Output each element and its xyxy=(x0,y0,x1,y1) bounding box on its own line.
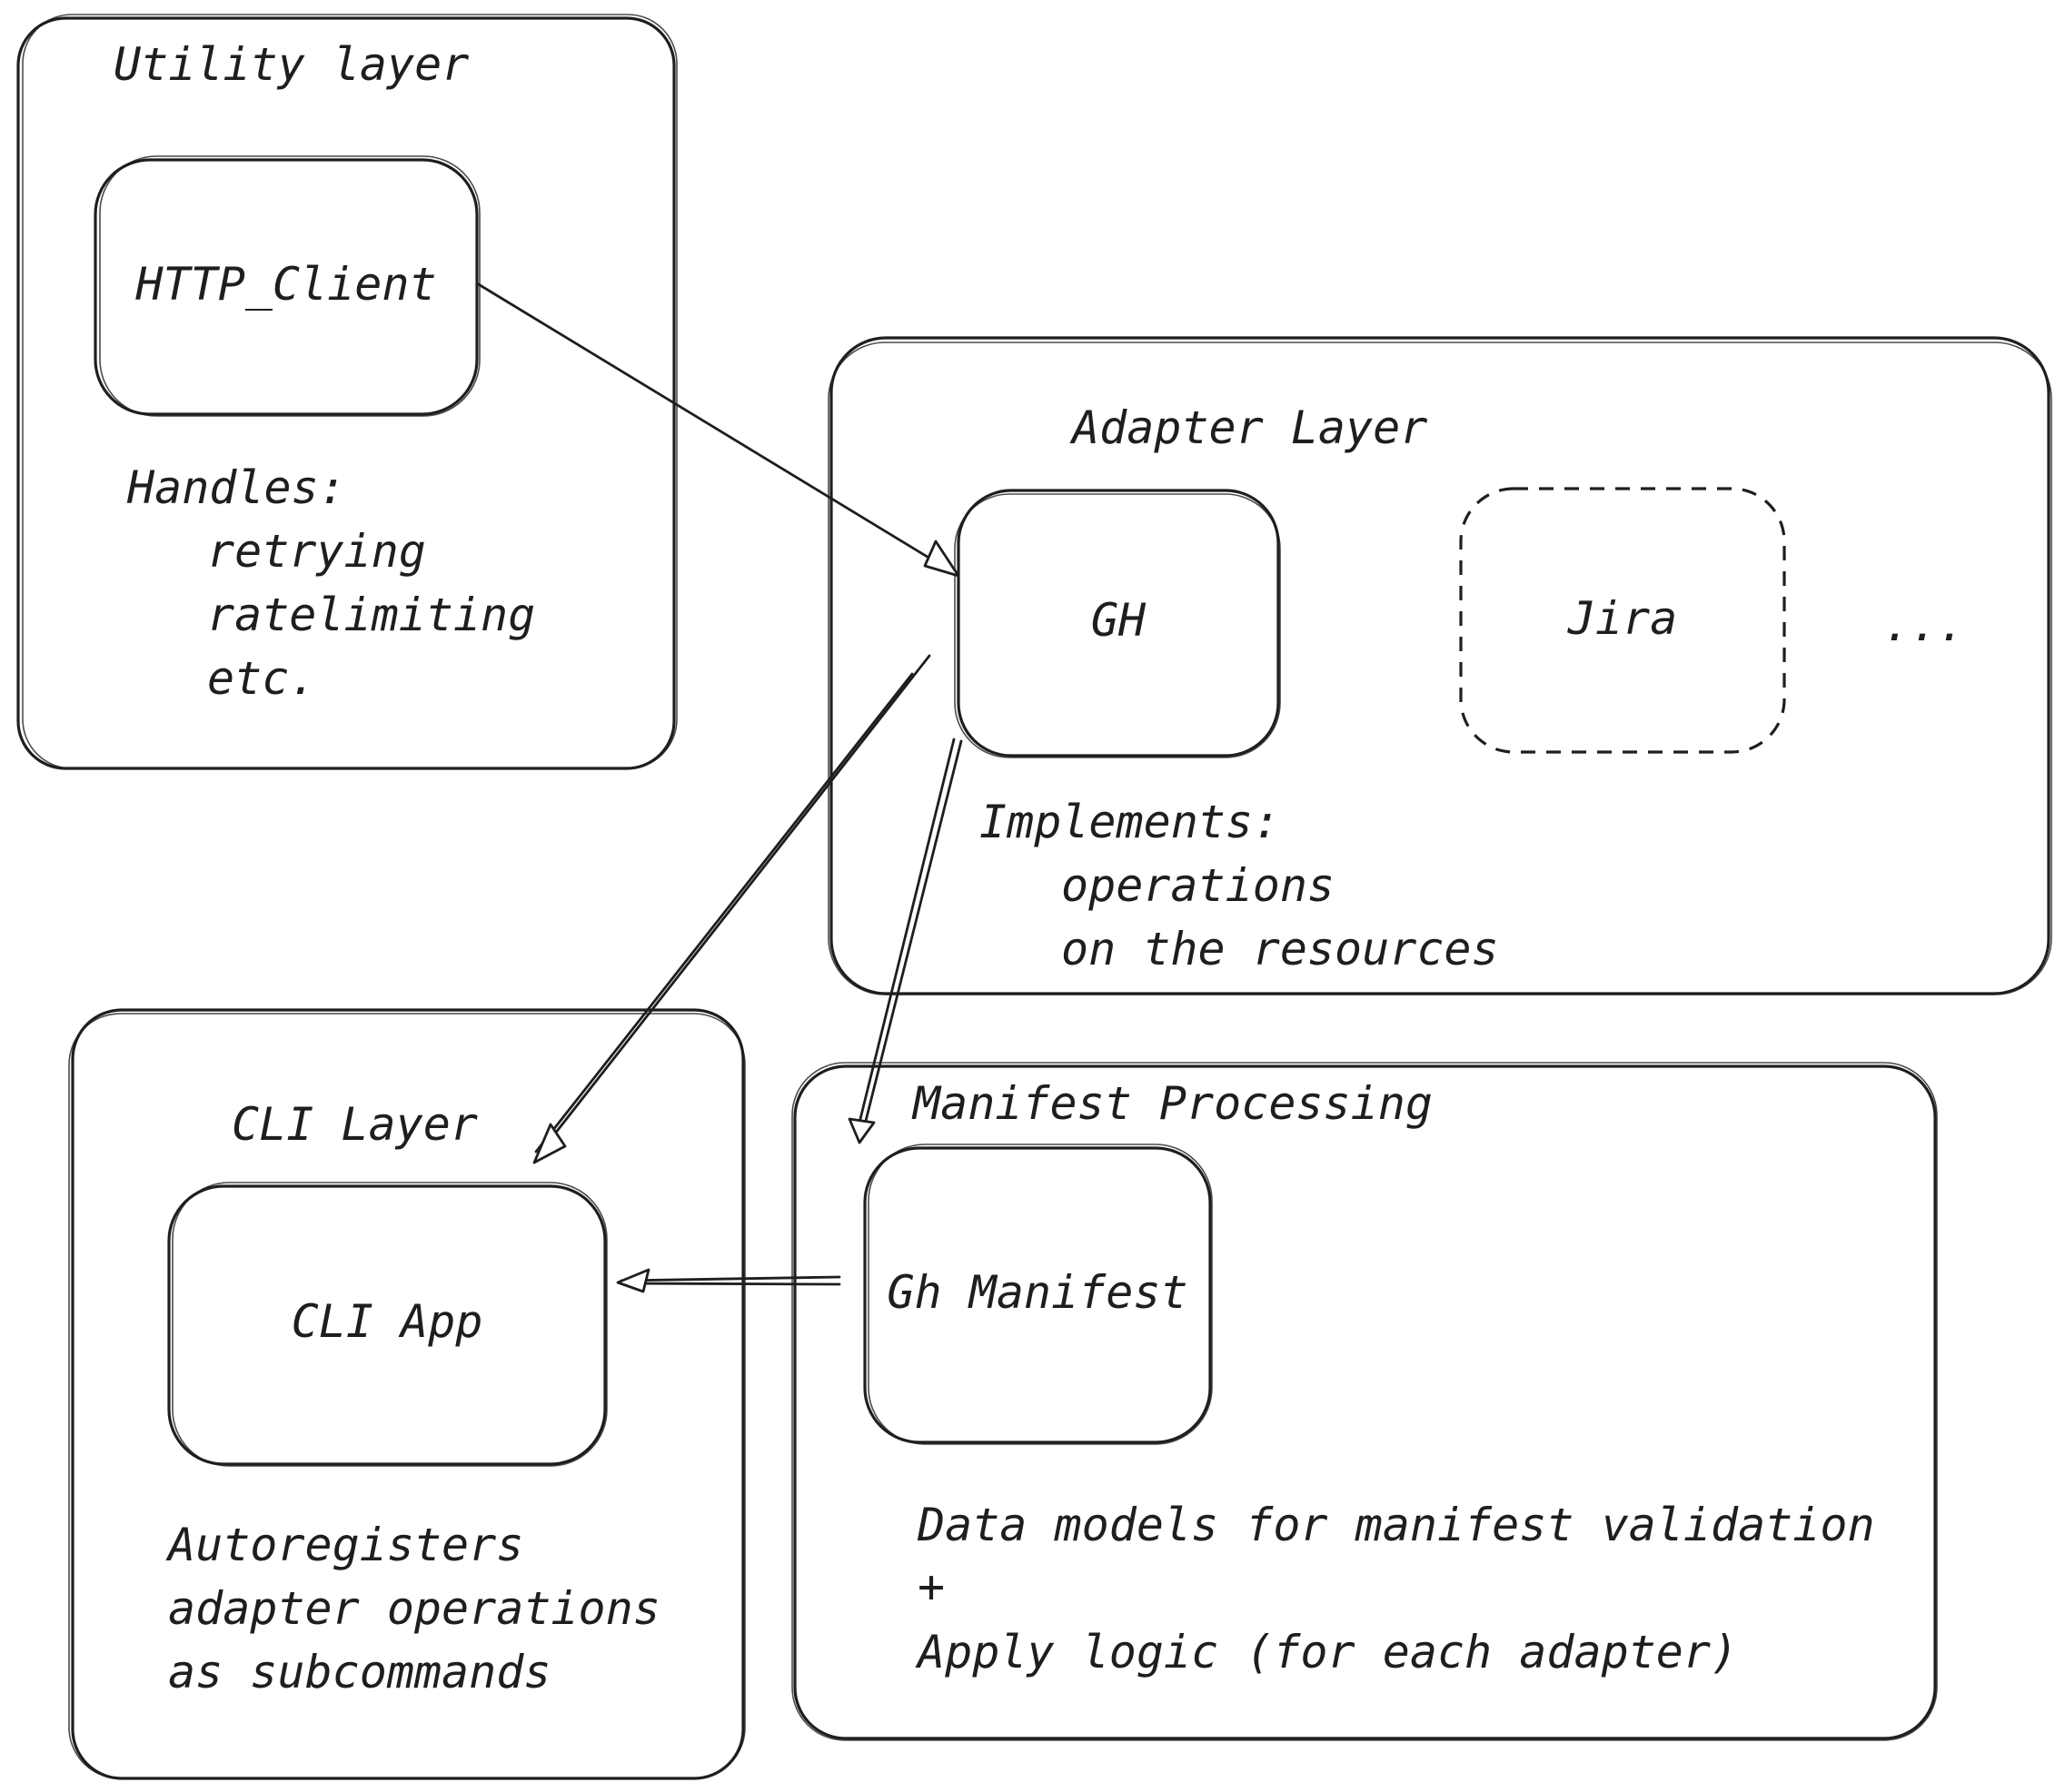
cli-layer-frame xyxy=(68,1008,746,1780)
arrow-gh-manifest-to-cli-app xyxy=(616,1268,841,1293)
cli-layer-title: CLI Layer xyxy=(232,1098,478,1151)
cli-app-node xyxy=(167,1182,608,1467)
gh-adapter-label: GH xyxy=(1091,594,1147,647)
manifest-note-plus: + xyxy=(918,1560,945,1613)
arrow-gh-to-gh-manifest xyxy=(848,738,963,1144)
jira-adapter-label: Jira xyxy=(1567,592,1677,645)
adapter-layer-title: Adapter Layer xyxy=(1069,401,1427,454)
utility-layer-frame xyxy=(16,14,678,770)
adapter-note-resources: on the resources xyxy=(1061,923,1499,975)
adapter-notes-heading: Implements: xyxy=(979,796,1280,848)
utility-note-etc: etc. xyxy=(207,652,316,705)
cli-app-label: CLI App xyxy=(292,1295,483,1348)
utility-note-ratelimiting: ratelimiting xyxy=(207,589,535,641)
jira-adapter-node xyxy=(1459,487,1786,754)
manifest-processing-title: Manifest Processing xyxy=(911,1077,1433,1130)
http-client-label: HTTP_Client xyxy=(134,258,436,311)
cli-note-autoregisters: Autoregisters xyxy=(165,1519,523,1571)
gh-manifest-node xyxy=(863,1144,1213,1445)
adapter-note-operations: operations xyxy=(1061,859,1335,912)
utility-notes-heading: Handles: xyxy=(126,461,346,514)
manifest-processing-frame xyxy=(791,1062,1938,1741)
adapter-layer-frame xyxy=(828,336,2052,995)
cli-note-adapter-operations: adapter operations xyxy=(168,1582,660,1635)
cli-note-subcommands: as subcommands xyxy=(168,1646,551,1698)
manifest-note-apply-logic: Apply logic (for each adapter) xyxy=(915,1626,1738,1678)
utility-note-retrying: retrying xyxy=(207,525,426,578)
arrow-gh-to-cli-layer xyxy=(532,654,931,1164)
gh-adapter-node xyxy=(954,489,1281,758)
gh-manifest-label: Gh Manifest xyxy=(887,1266,1187,1319)
utility-layer-title: Utility layer xyxy=(114,38,469,91)
arrow-http-client-to-gh xyxy=(475,282,960,578)
more-adapters-ellipsis: ... xyxy=(1883,599,1965,651)
manifest-note-data-models: Data models for manifest validation xyxy=(917,1499,1875,1551)
